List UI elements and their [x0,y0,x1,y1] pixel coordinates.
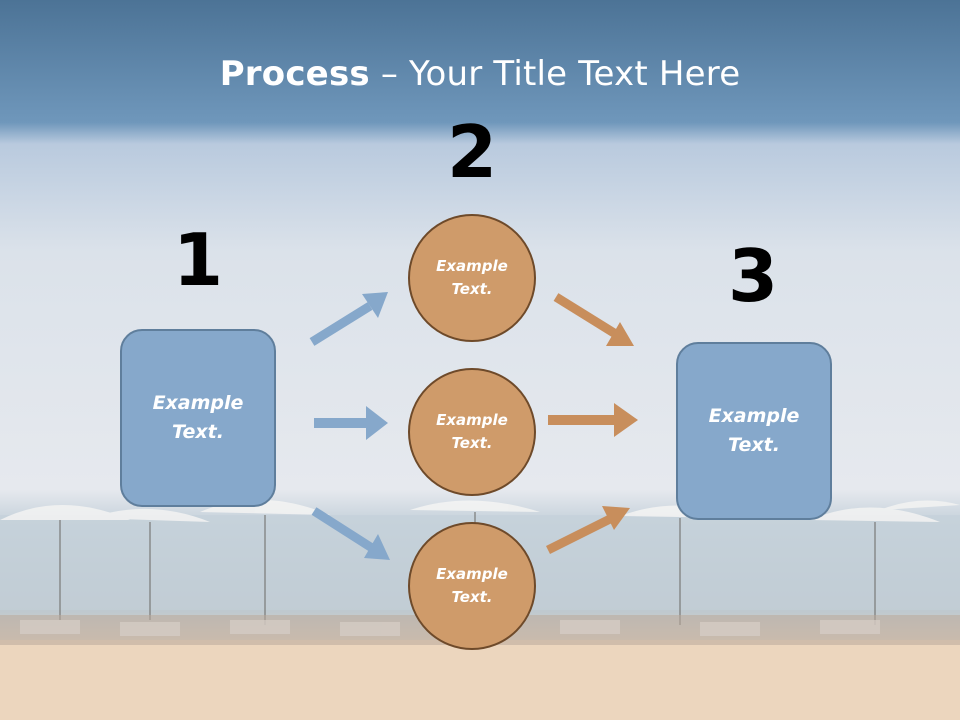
circle-middle-text: Example Text. [436,411,508,452]
arrow-circle-bottom-to-box3 [545,506,630,555]
arrow-circle-middle-to-box3 [548,403,638,437]
step-number-1: 1 [172,218,224,302]
step-number-3: 3 [727,234,779,318]
step-number-2: 2 [446,110,498,194]
step3-box[interactable]: Example Text. [676,342,832,520]
title-bold: Process [219,54,370,94]
step2-circle-middle[interactable]: Example Text. [408,368,536,496]
title-rest: – Your Title Text Here [369,54,741,94]
step1-box-text: Example Text. [152,392,244,443]
step2-circle-bottom[interactable]: Example Text. [408,522,536,650]
step1-box[interactable]: Example Text. [120,329,276,507]
step3-box-text: Example Text. [708,405,800,456]
slide-title: Process – Your Title Text Here [0,52,960,96]
arrow-box1-to-circle-top [309,292,388,346]
arrow-box1-to-circle-bottom [311,507,390,560]
arrow-box1-to-circle-middle [314,406,388,440]
circle-bottom-text: Example Text. [436,565,508,606]
step2-circle-top[interactable]: Example Text. [408,214,536,342]
arrow-circle-top-to-box3 [553,293,634,346]
circle-top-text: Example Text. [436,257,508,298]
